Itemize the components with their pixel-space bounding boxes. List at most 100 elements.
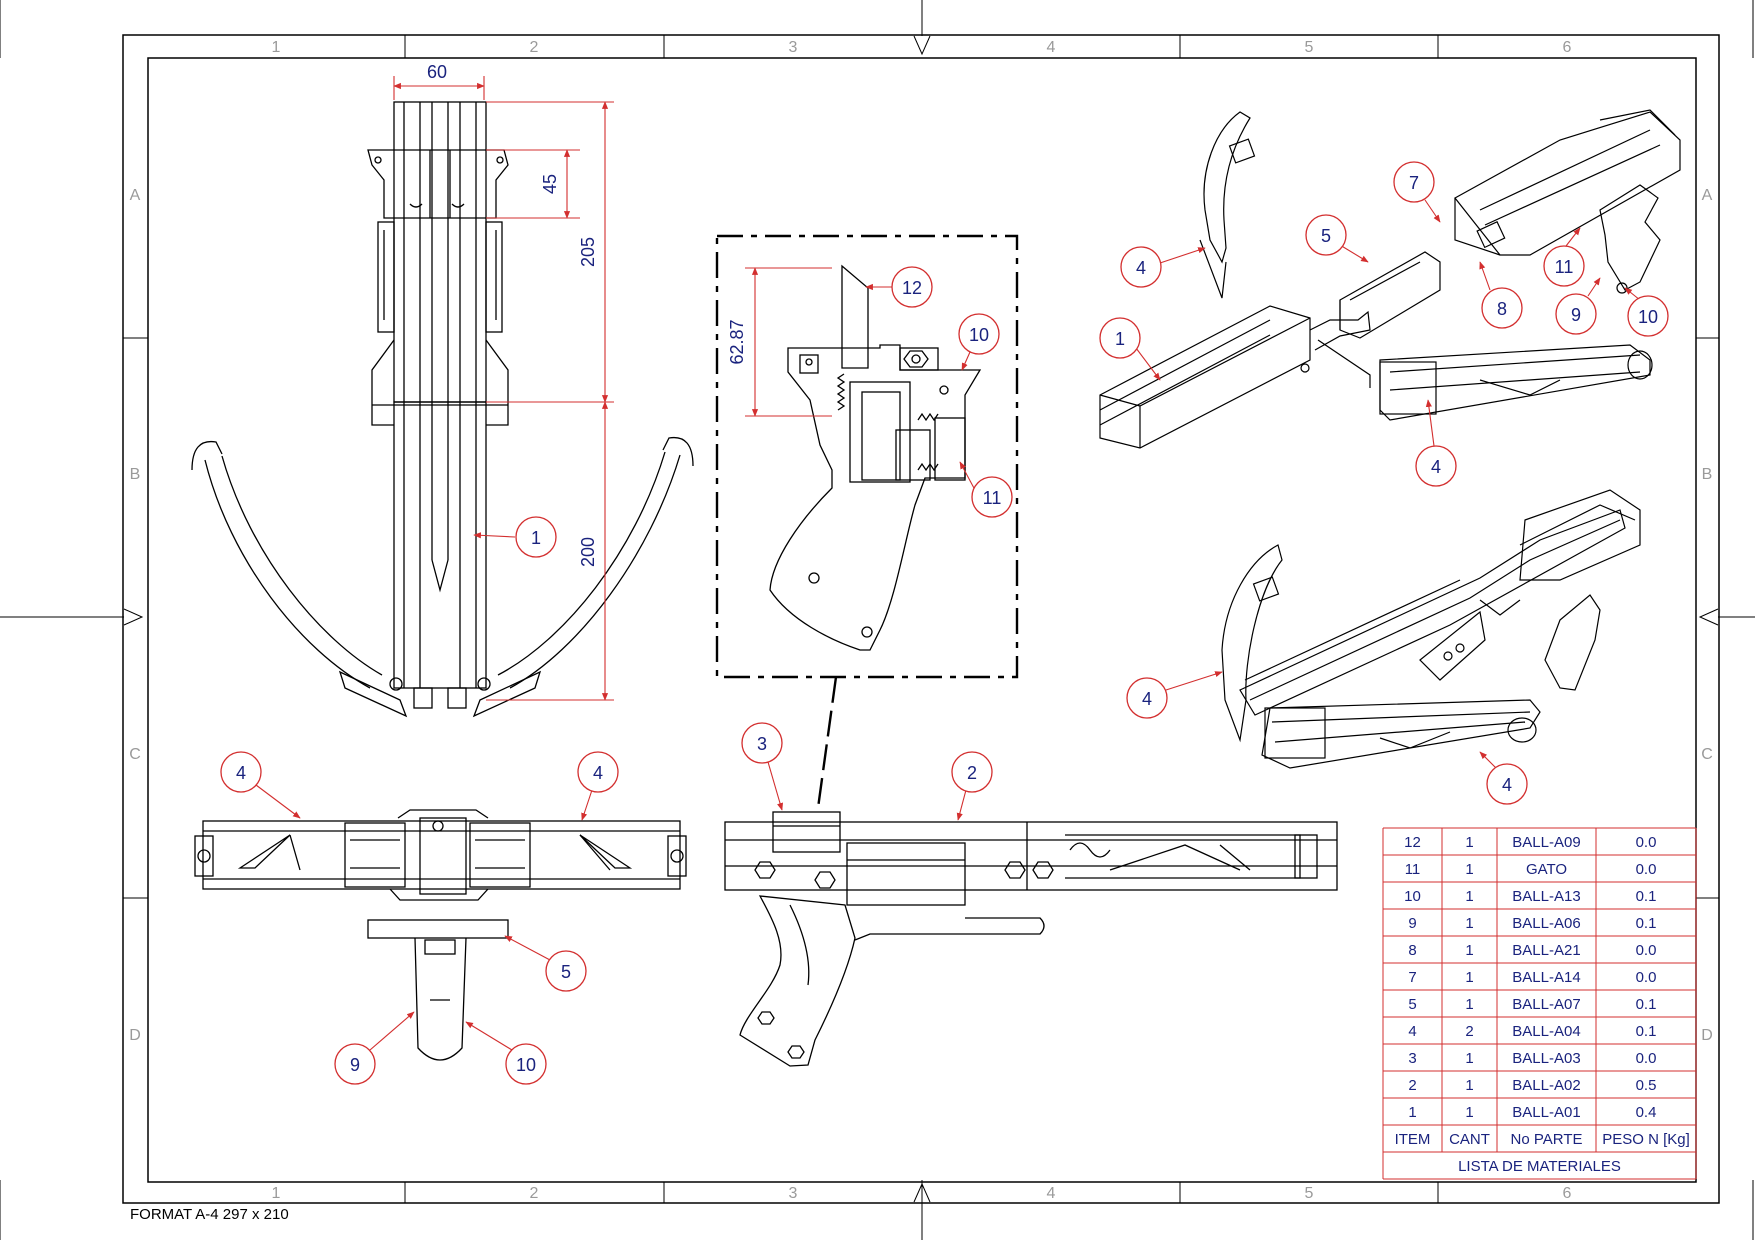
zone-row-d-left: D [129, 1027, 141, 1044]
svg-text:3: 3 [757, 734, 767, 754]
bom-cell: 7 [1408, 969, 1416, 986]
balloon-top-10: 10 [465, 1021, 547, 1085]
svg-text:4: 4 [1136, 258, 1146, 278]
svg-text:5: 5 [561, 962, 571, 982]
svg-text:9: 9 [1571, 305, 1581, 325]
bom-cell: 0.5 [1636, 1077, 1657, 1094]
balloon-iso-top-4a: 4 [1120, 246, 1206, 288]
bom-cell: 0.0 [1636, 1050, 1657, 1067]
svg-text:4: 4 [1431, 457, 1441, 477]
format-label: FORMAT A-4 297 x 210 [130, 1206, 289, 1223]
bom-cell: 10 [1404, 888, 1421, 905]
zone-col-4-top: 4 [1047, 39, 1056, 56]
bom-cell: BALL-A02 [1512, 1077, 1580, 1094]
balloon-side-2: 2 [951, 751, 993, 821]
bom-cell: 1 [1465, 888, 1473, 905]
bom-cell: BALL-A04 [1512, 1023, 1580, 1040]
bom-cell: 1 [1465, 996, 1473, 1013]
svg-text:4: 4 [236, 763, 246, 783]
svg-text:1: 1 [531, 528, 541, 548]
svg-text:11: 11 [983, 488, 1002, 508]
svg-text:2: 2 [967, 763, 977, 783]
bom-cell: 1 [1465, 1077, 1473, 1094]
zone-dividers [123, 35, 1719, 1203]
balloon-iso-top-7: 7 [1393, 161, 1441, 223]
balloon-detail-12: 12 [865, 266, 933, 308]
bom-cell: 1 [1465, 834, 1473, 851]
bom-cell: 1 [1465, 969, 1473, 986]
svg-text:4: 4 [1502, 775, 1512, 795]
bom-cell: 0.1 [1636, 888, 1657, 905]
bom-cell: BALL-A03 [1512, 1050, 1580, 1067]
zone-labels: 1 2 3 4 5 6 1 2 3 4 5 6 A B C D A B C D [129, 39, 1713, 1202]
dim-width-60: 60 [427, 62, 447, 82]
bom-header-cell: CANT [1449, 1131, 1490, 1148]
balloon-iso-top-11: 11 [1543, 227, 1585, 287]
bom-cell: 5 [1408, 996, 1416, 1013]
zone-row-d-right: D [1701, 1027, 1713, 1044]
balloon-iso-top-8: 8 [1479, 261, 1523, 329]
svg-text:10: 10 [969, 325, 989, 345]
svg-text:10: 10 [516, 1055, 536, 1075]
bom-cell: 1 [1465, 1050, 1473, 1067]
iso-exploded-view [1099, 109, 1681, 449]
bom-cell: 0.1 [1636, 1023, 1657, 1040]
bom-cell: 8 [1408, 942, 1416, 959]
balloon-detail-10: 10 [958, 313, 1000, 371]
dim-height-200: 200 [578, 537, 598, 567]
zone-col-6-bottom: 6 [1563, 1185, 1572, 1202]
zone-row-a-left: A [130, 187, 141, 204]
bom-cell: 0.0 [1636, 861, 1657, 878]
zone-row-c-right: C [1701, 746, 1713, 763]
bom-cell: BALL-A07 [1512, 996, 1580, 1013]
inner-frame [147, 57, 1697, 1183]
svg-text:9: 9 [350, 1055, 360, 1075]
balloon-detail-11: 11 [959, 461, 1013, 518]
front-view-dimension-labels: 60 45 205 200 [427, 62, 598, 567]
balloon-side-3: 3 [741, 722, 784, 811]
balloon-top-5: 5 [504, 935, 587, 992]
zone-col-5-top: 5 [1305, 39, 1314, 56]
bom-cell: 1 [1465, 1104, 1473, 1121]
svg-text:5: 5 [1321, 226, 1331, 246]
svg-text:12: 12 [902, 278, 922, 298]
dim-height-45: 45 [540, 174, 560, 194]
bom-cell: 0.0 [1636, 942, 1657, 959]
balloon-iso-top-4b: 4 [1415, 399, 1457, 487]
zone-row-b-right: B [1702, 466, 1713, 483]
bom-header-cell: PESO N [Kg] [1602, 1131, 1690, 1148]
balloon-top-left-4: 4 [220, 751, 301, 819]
zone-row-b-left: B [130, 466, 141, 483]
balloon-iso-top-10: 10 [1624, 287, 1669, 337]
bom-cell: 0.0 [1636, 834, 1657, 851]
bom-cell: 1 [1465, 861, 1473, 878]
bom-cell: 12 [1404, 834, 1421, 851]
balloon-iso-bot-4a: 4 [1126, 671, 1223, 719]
bom-cell: BALL-A01 [1512, 1104, 1580, 1121]
bom-header-cell: ITEM [1395, 1131, 1431, 1148]
bom-cell: 3 [1408, 1050, 1416, 1067]
front-view-dimensions [393, 76, 614, 701]
svg-text:8: 8 [1497, 299, 1507, 319]
svg-text:4: 4 [1142, 689, 1152, 709]
bom-cell: 4 [1408, 1023, 1416, 1040]
bom-cell: 9 [1408, 915, 1416, 932]
bom-cell: 1 [1465, 915, 1473, 932]
zone-col-3-bottom: 3 [789, 1185, 798, 1202]
bom-cell: BALL-A14 [1512, 969, 1580, 986]
zone-col-2-bottom: 2 [530, 1185, 539, 1202]
zone-row-c-left: C [129, 746, 141, 763]
bom-header-cell: No PARTE [1511, 1131, 1583, 1148]
balloon-iso-top-9: 9 [1555, 277, 1601, 335]
top-view [194, 809, 687, 1061]
zone-col-4-bottom: 4 [1047, 1185, 1056, 1202]
balloon-top-9: 9 [334, 1011, 415, 1085]
bom-cell: 2 [1465, 1023, 1473, 1040]
bom-cell: 11 [1405, 861, 1421, 878]
bom-cell: 0.1 [1636, 915, 1657, 932]
bom-cell: BALL-A06 [1512, 915, 1580, 932]
bom-cell: BALL-A13 [1512, 888, 1580, 905]
